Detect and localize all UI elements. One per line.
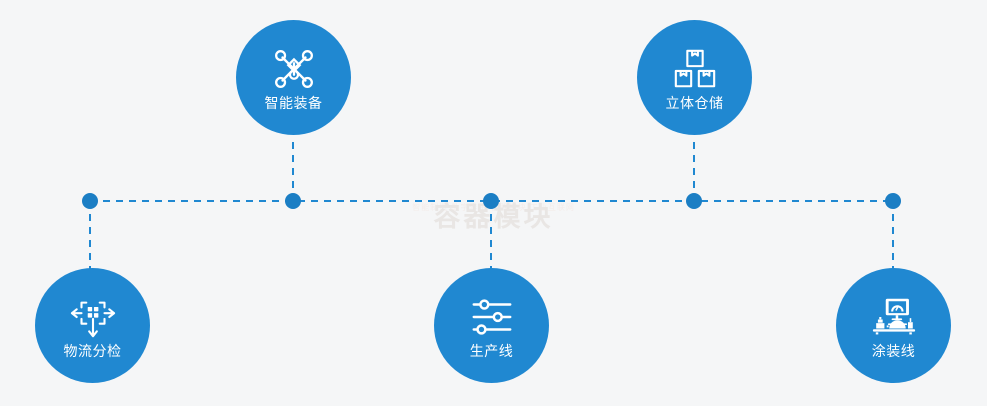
- sliders-icon: [469, 294, 515, 340]
- node-label-smart-equipment: 智能装备: [264, 94, 323, 111]
- sorting-arrows-icon: [70, 294, 116, 340]
- node-label-painting-line: 涂装线: [871, 342, 916, 359]
- network-nodes-icon: [271, 46, 317, 92]
- node-stereoscopic-warehouse[interactable]: 立体仓储: [637, 20, 752, 135]
- node-label-logistics-sorting: 物流分检: [63, 342, 122, 359]
- node-production-line[interactable]: 生产线: [434, 268, 549, 383]
- node-logistics-sorting[interactable]: 物流分检: [35, 268, 150, 383]
- node-smart-equipment[interactable]: 智能装备: [236, 20, 351, 135]
- stacked-boxes-icon: [672, 46, 718, 92]
- watermark-text: 容器模块: [433, 202, 554, 232]
- node-painting-line[interactable]: 涂装线: [836, 268, 951, 383]
- node-label-stereoscopic-warehouse: 立体仓储: [665, 94, 724, 111]
- node-label-production-line: 生产线: [469, 342, 514, 359]
- factory-machine-icon: [871, 294, 917, 340]
